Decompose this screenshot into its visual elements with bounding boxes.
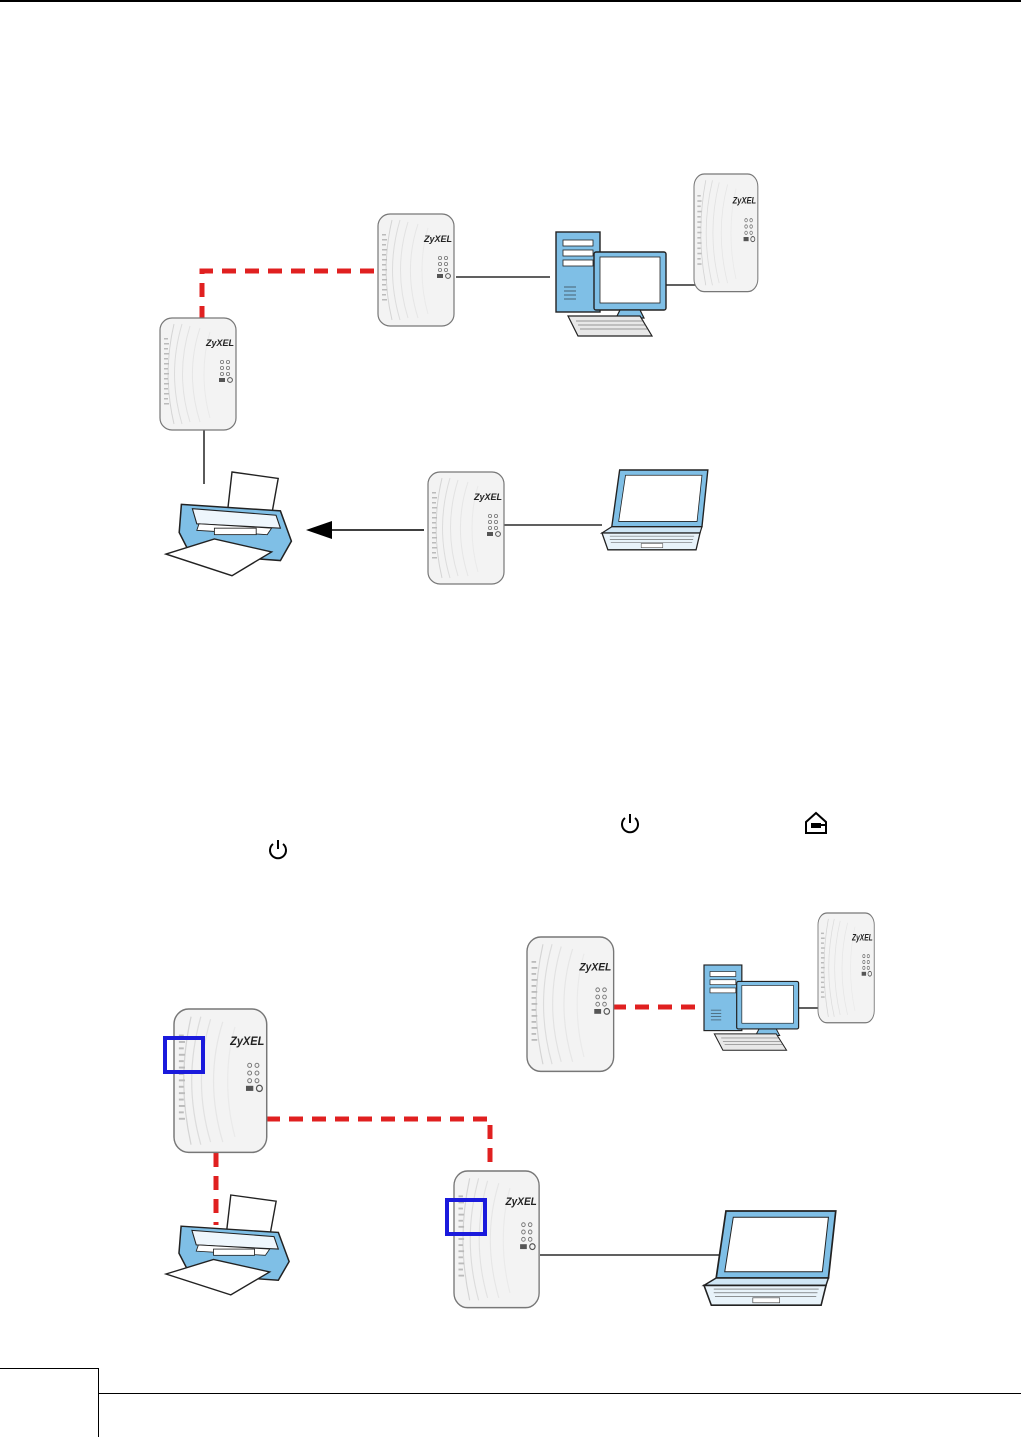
arrow-head [306, 521, 332, 539]
powerline-adapter-far-right [694, 174, 758, 292]
desktop-computer [556, 232, 666, 336]
header-rule [0, 0, 1021, 2]
powerline-adapter-left [160, 318, 236, 430]
power-icon [620, 812, 640, 839]
powerline-adapter-bottom [428, 472, 504, 584]
powerline-link-adapters [266, 1119, 490, 1177]
laptop [704, 1211, 836, 1305]
powerline-link-1 [202, 271, 380, 320]
page-number-box [0, 1368, 99, 1437]
laptop [602, 470, 708, 550]
footer-rule [99, 1393, 1021, 1394]
powerline-adapter-pc [527, 937, 614, 1071]
printer [166, 1195, 289, 1295]
diagram-2-canvas [0, 895, 1021, 1325]
power-icon [268, 838, 288, 865]
homeplug-icon [803, 810, 829, 841]
powerline-adapter-bottom [454, 1171, 539, 1308]
printer [166, 472, 291, 576]
powerline-adapter-left [174, 1009, 267, 1152]
desktop-computer [704, 965, 799, 1050]
diagram-1-canvas [0, 150, 1021, 610]
network-diagram-2 [0, 895, 1021, 1325]
powerline-adapter-far-right [818, 913, 874, 1023]
network-diagram-1 [0, 150, 1021, 610]
powerline-adapter-top [378, 214, 454, 326]
